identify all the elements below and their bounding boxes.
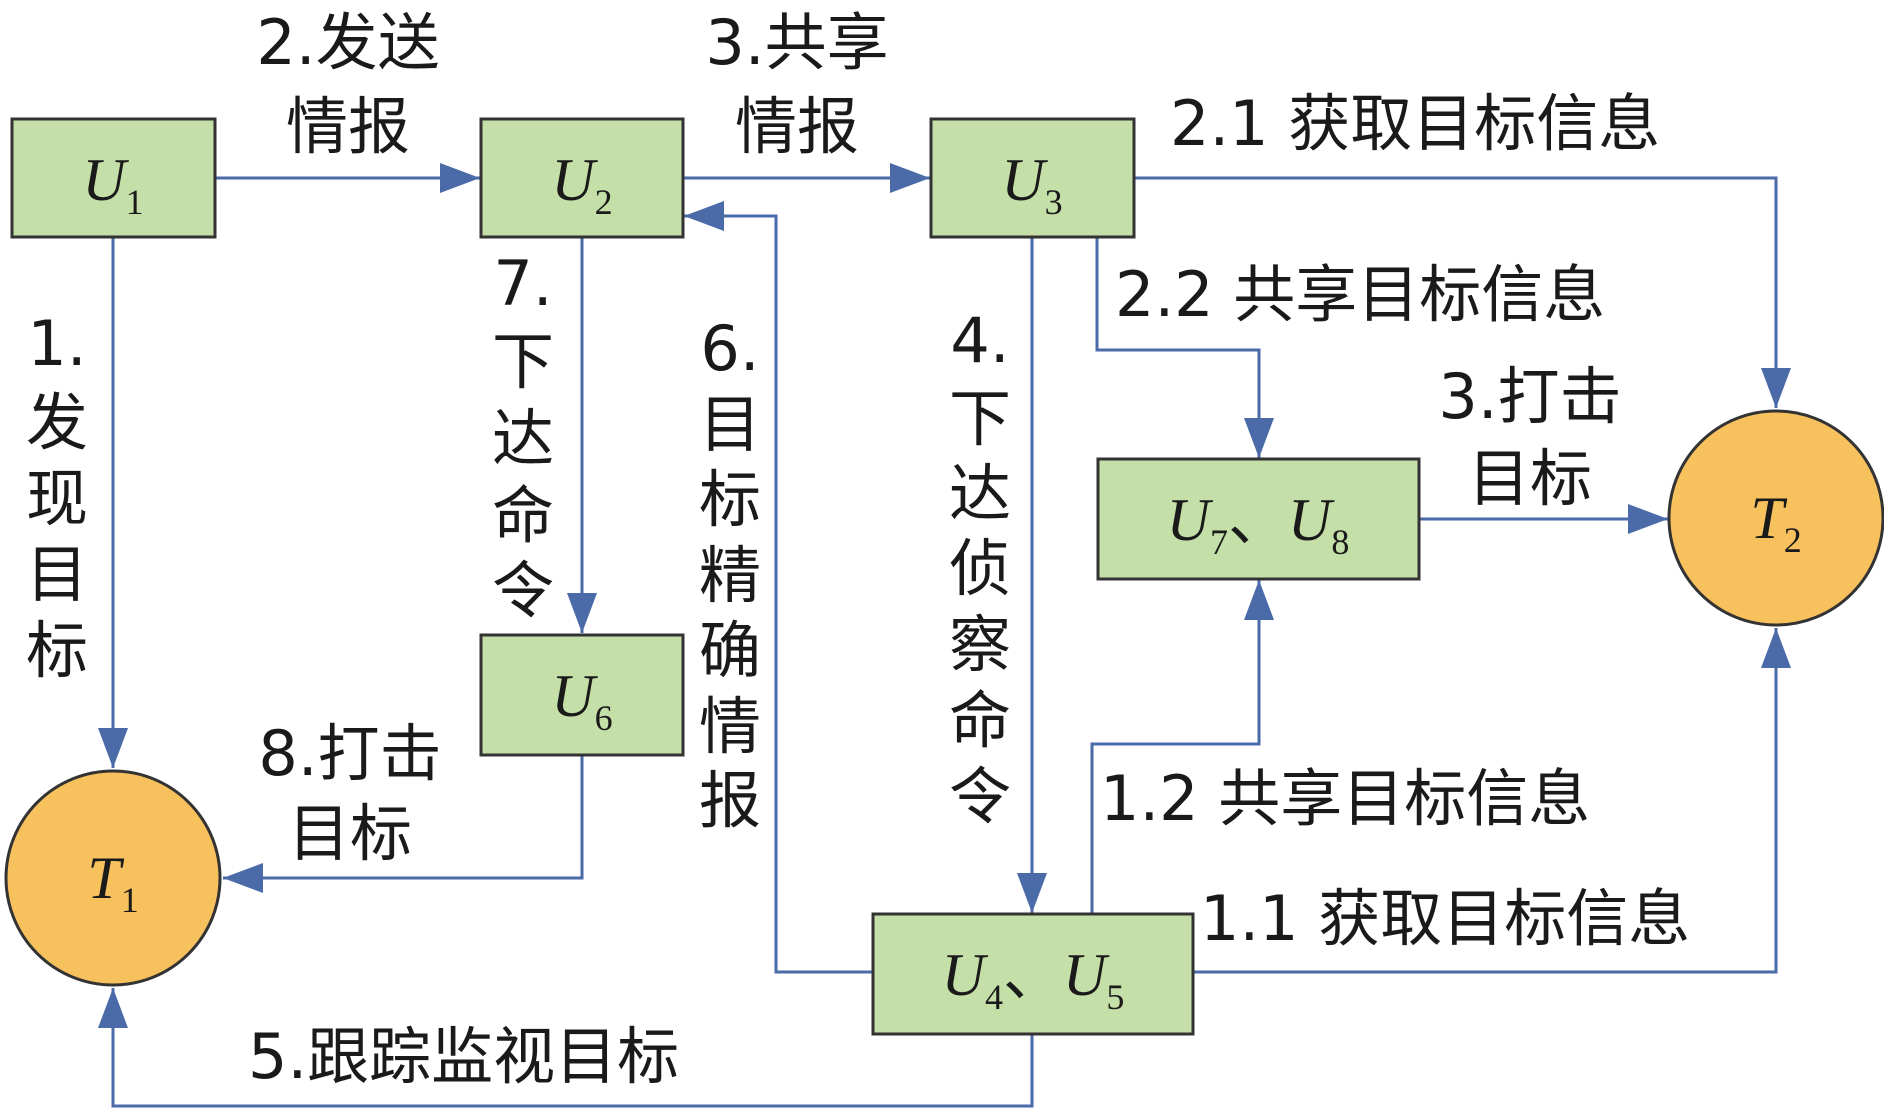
label-discover-target-4: 标 bbox=[26, 614, 88, 687]
label-recon-command-3: 侦 bbox=[949, 532, 1011, 605]
node-t1-circle bbox=[4, 769, 222, 987]
label-share-target-info-u45: 1.2 共享目标信息 bbox=[1100, 762, 1590, 835]
label-recon-command-2: 达 bbox=[949, 457, 1011, 530]
node-u4-u5: U4、U5 bbox=[871, 912, 1195, 1036]
edge-u45-to-u2 bbox=[684, 201, 873, 974]
edge-u6-to-t1 bbox=[223, 755, 584, 893]
node-u6-label: U6 bbox=[551, 663, 612, 738]
label-send-intel-line2: 情报 bbox=[286, 90, 410, 163]
edge-labels: 2.发送 情报 3.共享 情报 2.1 获取目标信息 2.2 共享目标信息 3.… bbox=[26, 6, 1690, 1093]
edges bbox=[98, 163, 1791, 1108]
edge-u45-to-t2 bbox=[1193, 628, 1791, 974]
label-recon-command-1: 下 bbox=[949, 382, 1011, 455]
label-issue-command-1: 下 bbox=[492, 325, 554, 398]
node-u7-u8: U7、U8 bbox=[1096, 457, 1421, 581]
nodes: U1 U2 U3 U6 U7、U8 U4、U5 T1 T2 bbox=[4, 117, 1884, 1036]
label-precise-intel-1: 目 bbox=[699, 388, 761, 461]
label-issue-command-3: 命 bbox=[492, 479, 554, 552]
node-u6: U6 bbox=[479, 633, 685, 757]
label-get-target-info-u45: 1.1 获取目标信息 bbox=[1200, 882, 1690, 955]
label-share-target-info-u3: 2.2 共享目标信息 bbox=[1115, 258, 1605, 331]
edge-u3-to-u78 bbox=[1095, 237, 1274, 458]
edge-u3-to-t2 bbox=[1134, 176, 1791, 408]
node-u2-label: U2 bbox=[551, 147, 612, 222]
label-issue-command-4: 令 bbox=[492, 554, 554, 627]
node-t1-label: T1 bbox=[87, 845, 138, 920]
label-strike-t2-line1: 3.打击 bbox=[1438, 360, 1621, 433]
label-strike-t1-line2: 目标 bbox=[288, 797, 412, 870]
label-precise-intel-4: 确 bbox=[699, 614, 761, 687]
label-share-intel-line1: 3.共享 bbox=[705, 6, 888, 79]
node-u2-box bbox=[479, 117, 685, 239]
node-u6-box bbox=[479, 633, 685, 757]
label-issue-command-0: 7. bbox=[493, 247, 552, 320]
label-precise-intel-0: 6. bbox=[700, 312, 759, 385]
node-u4-u5-box bbox=[871, 912, 1195, 1036]
label-discover-target-3: 目 bbox=[26, 538, 88, 611]
node-u3-label: U3 bbox=[1001, 147, 1062, 222]
label-precise-intel-5: 情 bbox=[699, 690, 761, 763]
node-u1: U1 bbox=[10, 117, 217, 239]
edge-u45-to-u78 bbox=[1090, 580, 1274, 913]
node-t2-label: T2 bbox=[1750, 485, 1801, 560]
node-u3-box bbox=[929, 117, 1136, 239]
node-u1-box bbox=[10, 117, 217, 239]
label-precise-intel-2: 标 bbox=[699, 463, 761, 536]
edge-u45-to-t1 bbox=[98, 988, 1034, 1108]
label-strike-t1-line1: 8.打击 bbox=[258, 717, 441, 790]
label-discover-target-1: 发 bbox=[26, 386, 88, 459]
label-recon-command-4: 察 bbox=[949, 608, 1011, 681]
label-discover-target-2: 现 bbox=[26, 462, 88, 535]
label-recon-command-5: 命 bbox=[949, 684, 1011, 757]
node-t2-circle bbox=[1667, 409, 1884, 627]
node-t2: T2 bbox=[1667, 409, 1884, 627]
node-u2: U2 bbox=[479, 117, 685, 239]
label-issue-command-2: 达 bbox=[492, 402, 554, 475]
node-u1-label: U1 bbox=[82, 147, 143, 222]
node-u3: U3 bbox=[929, 117, 1136, 239]
label-send-intel-line1: 2.发送 bbox=[256, 6, 439, 79]
label-track-monitor: 5.跟踪监视目标 bbox=[248, 1020, 679, 1093]
node-u4-u5-label: U4、U5 bbox=[942, 942, 1125, 1017]
label-recon-command-0: 4. bbox=[950, 304, 1009, 377]
node-u7-u8-box bbox=[1096, 457, 1421, 581]
node-t1: T1 bbox=[4, 769, 222, 987]
label-strike-t2-line2: 目标 bbox=[1468, 442, 1592, 515]
label-precise-intel-3: 精 bbox=[699, 539, 761, 612]
label-precise-intel-6: 报 bbox=[699, 764, 761, 837]
label-share-intel-line2: 情报 bbox=[735, 90, 859, 163]
label-recon-command-6: 令 bbox=[949, 760, 1011, 833]
label-get-target-info-u3: 2.1 获取目标信息 bbox=[1170, 87, 1660, 160]
label-discover-target-0: 1. bbox=[27, 307, 86, 380]
node-u7-u8-label: U7、U8 bbox=[1167, 487, 1350, 562]
